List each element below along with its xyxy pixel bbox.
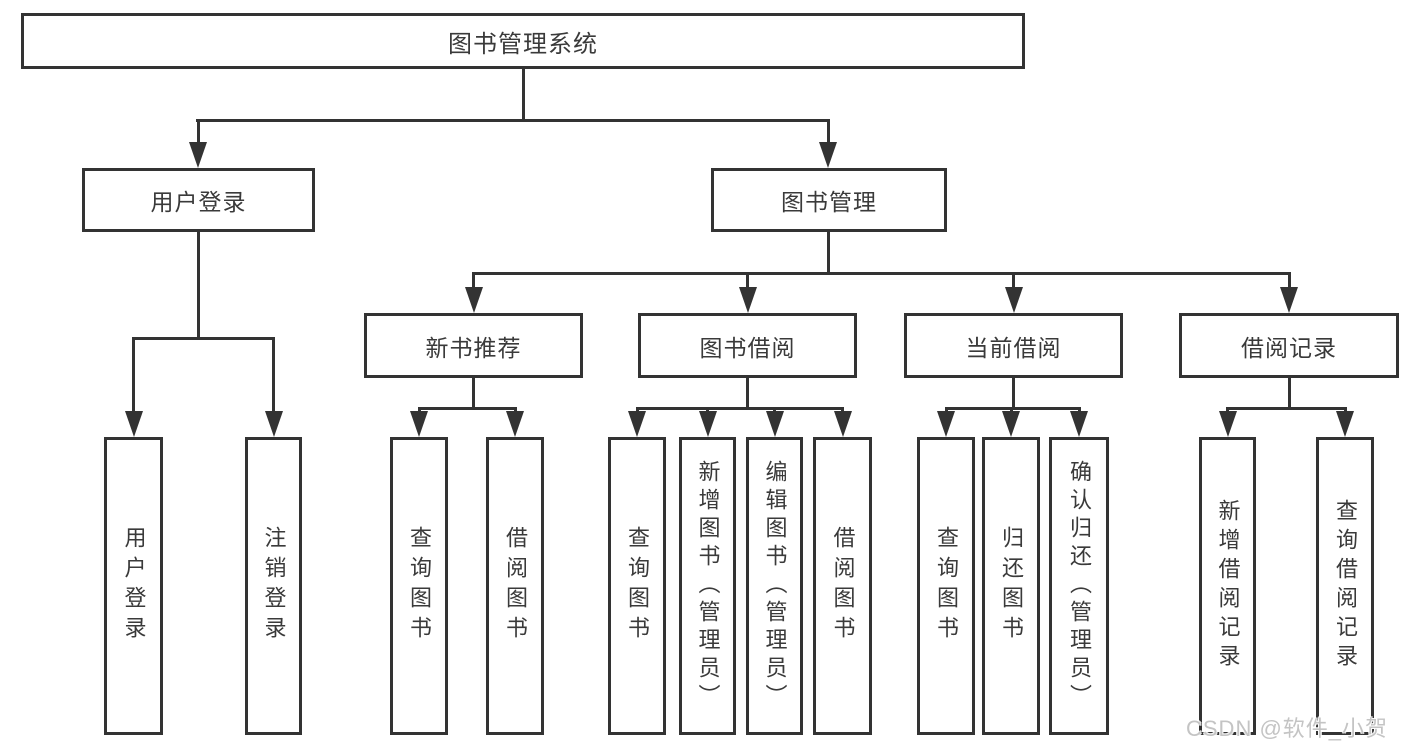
leaf-label: 查询图书: [407, 526, 432, 646]
connector-line: [1287, 272, 1291, 292]
connector-line: [826, 119, 830, 146]
connector-line: [635, 407, 844, 410]
connector-line: [132, 337, 135, 413]
node-label: 图书管理系统: [448, 30, 598, 58]
leaf-query-borrow-record: 查询借阅记录: [1316, 437, 1374, 735]
leaf-label: 新增借阅记录: [1215, 499, 1241, 673]
arrow-down-icon: [1336, 411, 1354, 437]
connector-line: [746, 272, 749, 292]
leaf-label: 归还图书: [999, 526, 1024, 646]
node-label: 图书借阅: [699, 334, 796, 361]
connector-line: [272, 337, 275, 413]
connector-line: [1012, 378, 1015, 407]
connector-line: [1287, 378, 1291, 407]
arrow-down-icon: [628, 411, 646, 437]
arrow-down-icon: [124, 411, 143, 437]
arrow-down-icon: [410, 411, 428, 437]
connector-line: [196, 232, 200, 337]
leaf-label: 查询图书: [625, 526, 650, 646]
arrow-down-icon: [1280, 287, 1298, 313]
leaf-borrow-books: 借阅图书: [813, 437, 872, 735]
arrow-down-icon: [738, 287, 757, 313]
arrow-down-icon: [1070, 411, 1088, 437]
leaf-label: 查询图书: [934, 526, 959, 646]
node-label: 借阅记录: [1241, 334, 1337, 361]
csdn-watermark: CSDN @软件_小贺同学: [1186, 716, 1389, 741]
connector-line: [521, 69, 525, 119]
leaf-query-books: 查询图书: [608, 437, 666, 735]
connector-line: [1012, 272, 1015, 292]
node-label: 用户登录: [150, 189, 247, 215]
arrow-down-icon: [833, 411, 852, 437]
node-new-book-recommend: 新书推荐: [364, 313, 583, 378]
arrow-down-icon: [765, 411, 784, 437]
connector-line: [132, 337, 275, 340]
arrow-down-icon: [1002, 411, 1020, 437]
arrow-down-icon: [698, 411, 717, 437]
leaf-label: 新增图书（管理员）: [695, 460, 721, 712]
leaf-label: 编辑图书（管理员）: [762, 460, 788, 712]
node-current-borrowing: 当前借阅: [904, 313, 1123, 378]
node-library-management-system: 图书管理系统: [21, 13, 1025, 69]
leaf-logout: 注销登录: [245, 437, 302, 735]
leaf-borrow-books-recommend: 借阅图书: [486, 437, 544, 735]
leaf-query-books-recommend: 查询图书: [390, 437, 448, 735]
leaf-query-books-current: 查询图书: [917, 437, 975, 735]
arrow-down-icon: [1218, 411, 1237, 437]
leaf-label: 借阅图书: [503, 526, 528, 646]
leaf-label: 查询借阅记录: [1333, 499, 1358, 673]
node-label: 图书管理: [781, 189, 877, 215]
connector-line: [1226, 407, 1347, 410]
leaf-label: 注销登录: [261, 526, 287, 646]
node-user-login: 用户登录: [82, 168, 315, 232]
arrow-down-icon: [937, 411, 955, 437]
connector-line: [417, 407, 517, 410]
leaf-return-books: 归还图书: [982, 437, 1040, 735]
connector-line: [196, 119, 200, 146]
leaf-user-login: 用户登录: [104, 437, 163, 735]
arrow-down-icon: [189, 142, 207, 168]
connector-line: [944, 407, 1081, 410]
leaf-confirm-return-admin: 确认归还（管理员）: [1049, 437, 1109, 735]
arrow-down-icon: [506, 411, 524, 437]
leaf-label: 用户登录: [121, 526, 147, 646]
node-label: 新书推荐: [425, 334, 522, 361]
node-book-borrowing: 图书借阅: [638, 313, 857, 378]
node-borrowing-records: 借阅记录: [1179, 313, 1399, 378]
connector-line: [195, 119, 830, 122]
arrow-down-icon: [264, 411, 283, 437]
connector-line: [472, 378, 475, 407]
node-book-management: 图书管理: [711, 168, 947, 232]
arrow-down-icon: [464, 287, 483, 313]
connector-line: [826, 232, 830, 272]
connector-line: [472, 272, 475, 292]
connector-line: [472, 272, 1290, 275]
arrow-down-icon: [819, 142, 837, 168]
node-label: 当前借阅: [965, 334, 1062, 361]
leaf-add-borrow-record: 新增借阅记录: [1199, 437, 1256, 735]
leaf-edit-books-admin: 编辑图书（管理员）: [746, 437, 803, 735]
leaf-label: 确认归还（管理员）: [1067, 460, 1092, 712]
connector-line: [746, 378, 749, 407]
leaf-label: 借阅图书: [830, 526, 856, 646]
arrow-down-icon: [1004, 287, 1023, 313]
leaf-add-books-admin: 新增图书（管理员）: [679, 437, 736, 735]
